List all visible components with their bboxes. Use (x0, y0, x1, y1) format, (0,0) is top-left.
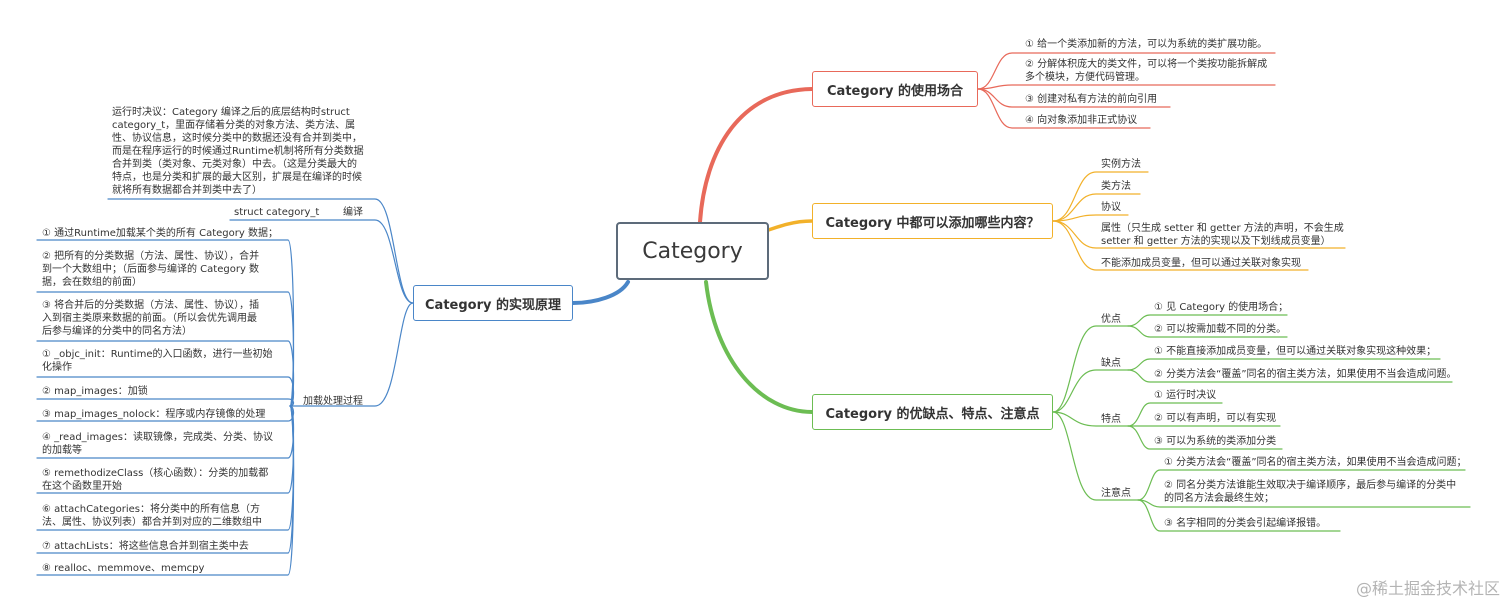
load-item-7: ④ _read_images：读取镜像，完成类、分类、协议 的加载等 (42, 432, 274, 456)
load-item-9: ⑥ attachCategories：将分类中的所有信息（方 法、属性、协议列表… (42, 504, 262, 528)
load-item-4: ① _objc_init：Runtime的入口函数，进行一些初始 化操作 (42, 349, 273, 373)
pros-item-1: ① 见 Category 的使用场合； (1154, 302, 1289, 313)
connector-root-impl (571, 280, 630, 305)
pros-item-2: ② 可以按需加载不同的分类。 (1154, 324, 1287, 335)
features-item-3: ③ 可以为系统的类添加分类 (1154, 436, 1277, 447)
connector-root-usage (698, 87, 814, 224)
branch-usage[interactable]: Category 的使用场合 (812, 71, 978, 107)
usage-item-3: ③ 创建对私有方法的前向引用 (1025, 94, 1158, 105)
load-item-3: ③ 将合并后的分类数据（方法、属性、协议），插 入到宿主类原来数据的前面。（所以… (42, 300, 260, 337)
branch-pros[interactable]: Category 的优缺点、特点、注意点 (812, 394, 1053, 430)
content-item-1: 实例方法 (1101, 159, 1141, 170)
content-item-5: 不能添加成员变量，但可以通过关联对象实现 (1101, 258, 1301, 269)
usage-item-1: ① 给一个类添加新的方法，可以为系统的类扩展功能。 (1025, 39, 1268, 50)
usage-item-4: ④ 向对象添加非正式协议 (1025, 115, 1138, 126)
connector-root-pros (704, 280, 814, 414)
impl-compile-item: struct category_t (234, 207, 320, 218)
branch-impl[interactable]: Category 的实现原理 (413, 285, 573, 321)
cons-label: 缺点 (1101, 358, 1121, 369)
cons-item-1: ① 不能直接添加成员变量，但可以通过关联对象实现这种效果； (1154, 346, 1437, 357)
load-item-1: ① 通过Runtime加载某个类的所有 Category 数据； (42, 228, 278, 239)
features-label: 特点 (1101, 414, 1121, 425)
content-item-3: 协议 (1101, 202, 1121, 213)
load-item-2: ② 把所有的分类数据（方法、属性、协议），合并 到一个大数组中；（后面参与编译的… (42, 251, 260, 288)
impl-runtime-note: 运行时决议：Category 编译之后的底层结构时struct category… (112, 107, 364, 196)
notes-item-3: ③ 名字相同的分类会引起编译报错。 (1164, 518, 1327, 529)
notes-label: 注意点 (1101, 488, 1131, 499)
notes-item-1: ① 分类方法会“覆盖”同名的宿主类方法，如果使用不当会造成问题； (1164, 457, 1467, 468)
features-item-1: ① 运行时决议 (1154, 390, 1217, 401)
load-item-6: ③ map_images_nolock：程序或内存镜像的处理 (42, 409, 266, 420)
features-item-2: ② 可以有声明，可以有实现 (1154, 413, 1277, 424)
impl-compile-label: 编译 (343, 207, 363, 218)
content-item-4: 属性（只生成 setter 和 getter 方法的声明，不会生成 setter… (1101, 223, 1344, 247)
content-item-2: 类方法 (1101, 181, 1131, 192)
load-item-11: ⑧ realloc、memmove、memcpy (42, 563, 205, 574)
load-item-10: ⑦ attachLists：将这些信息合并到宿主类中去 (42, 541, 249, 552)
impl-load-label: 加载处理过程 (303, 396, 363, 407)
notes-item-2: ② 同名分类方法谁能生效取决于编译顺序，最后参与编译的分类中 的同名方法会最终生… (1164, 480, 1457, 504)
branch-content[interactable]: Category 中都可以添加哪些内容？ (812, 203, 1053, 239)
usage-item-2: ② 分解体积庞大的类文件，可以将一个类按功能拆解成 多个模块，方便代码管理。 (1025, 59, 1268, 83)
watermark: @稀土掘金技术社区 (1355, 579, 1500, 598)
load-item-5: ② map_images：加锁 (42, 386, 148, 397)
load-item-8: ⑤ remethodizeClass（核心函数）：分类的加载都 在这个函数里开始 (42, 468, 269, 492)
pros-label: 优点 (1101, 314, 1121, 325)
root-node[interactable]: Category (616, 222, 769, 280)
cons-item-2: ② 分类方法会“覆盖”同名的宿主类方法，如果使用不当会造成问题。 (1154, 369, 1457, 380)
